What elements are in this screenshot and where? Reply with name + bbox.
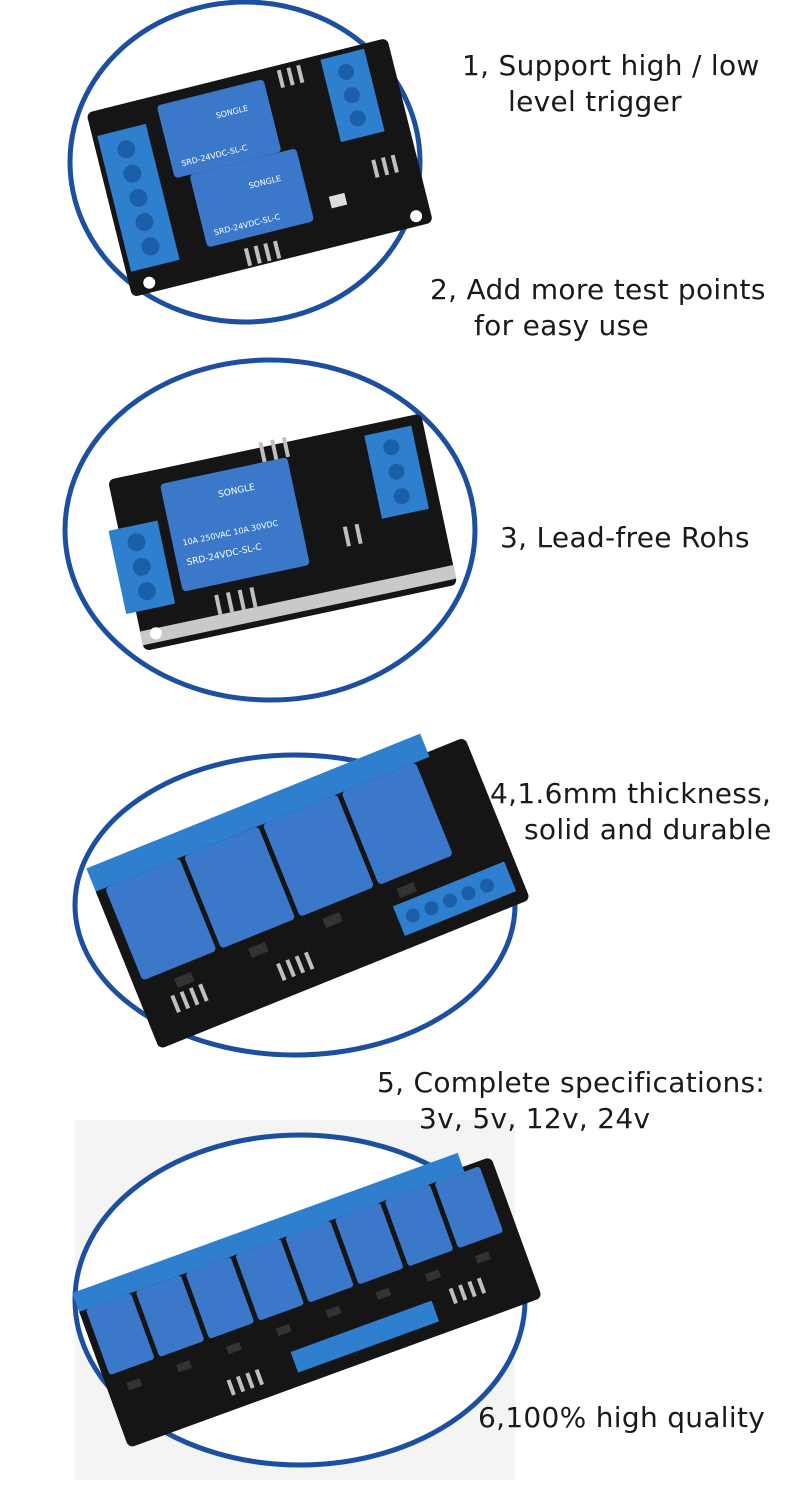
feature-4-line-1: 4,1.6mm thickness,: [490, 777, 772, 810]
relay: [185, 827, 295, 948]
relay-module-1ch-photo: SONGLE 10A 250VAC 10A 30VDC SRD-24VDC-SL…: [62, 357, 478, 703]
feature-3-line-1: 3, Lead-free Rohs: [500, 521, 750, 554]
feature-2-text: 2, Add more test points for easy use: [430, 272, 766, 344]
relay-module-4ch-photo: [72, 733, 529, 1058]
feature-1-line-1: 1, Support high / low: [462, 49, 760, 82]
screw-terminal: [72, 1152, 465, 1312]
feature-2-line-1: 2, Add more test points: [430, 273, 766, 306]
feature-6-line-1: 6,100% high quality: [478, 1401, 766, 1434]
feature-5-text: 5, Complete specifications: 3v, 5v, 12v,…: [377, 1065, 765, 1137]
relay: [263, 795, 374, 916]
relay: [385, 1185, 453, 1266]
relay: [285, 1221, 354, 1302]
relay: [157, 79, 281, 178]
screw-terminal: [290, 1300, 440, 1373]
relay: [186, 1257, 254, 1339]
relay: [86, 1293, 154, 1375]
feature-4-text: 4,1.6mm thickness, solid and durable: [490, 776, 772, 848]
feature-5-line-2: 3v, 5v, 12v, 24v: [419, 1102, 651, 1135]
relay: [190, 149, 314, 247]
feature-6-text: 6,100% high quality: [478, 1400, 765, 1436]
relay: [435, 1166, 503, 1248]
relay-module-2ch-photo: SONGLE SONGLE SRD-24VDC-SL-C SRD-24VDC-S…: [67, 0, 432, 325]
relay: [335, 1203, 403, 1284]
relay: [106, 859, 216, 980]
relay: [160, 457, 310, 592]
screw-terminal: [86, 733, 430, 892]
feature-1-text: 1, Support high / low level trigger: [462, 48, 760, 120]
feature-1-line-2: level trigger: [508, 85, 682, 118]
relay-module-8ch-photo: [72, 1120, 541, 1480]
feature-5-line-1: 5, Complete specifications:: [377, 1066, 766, 1099]
relay: [342, 763, 452, 884]
feature-2-line-2: for easy use: [474, 309, 650, 342]
feature-3-text: 3, Lead-free Rohs: [500, 520, 750, 556]
feature-4-line-2: solid and durable: [524, 813, 772, 846]
relay: [235, 1239, 304, 1321]
relay: [136, 1275, 204, 1357]
